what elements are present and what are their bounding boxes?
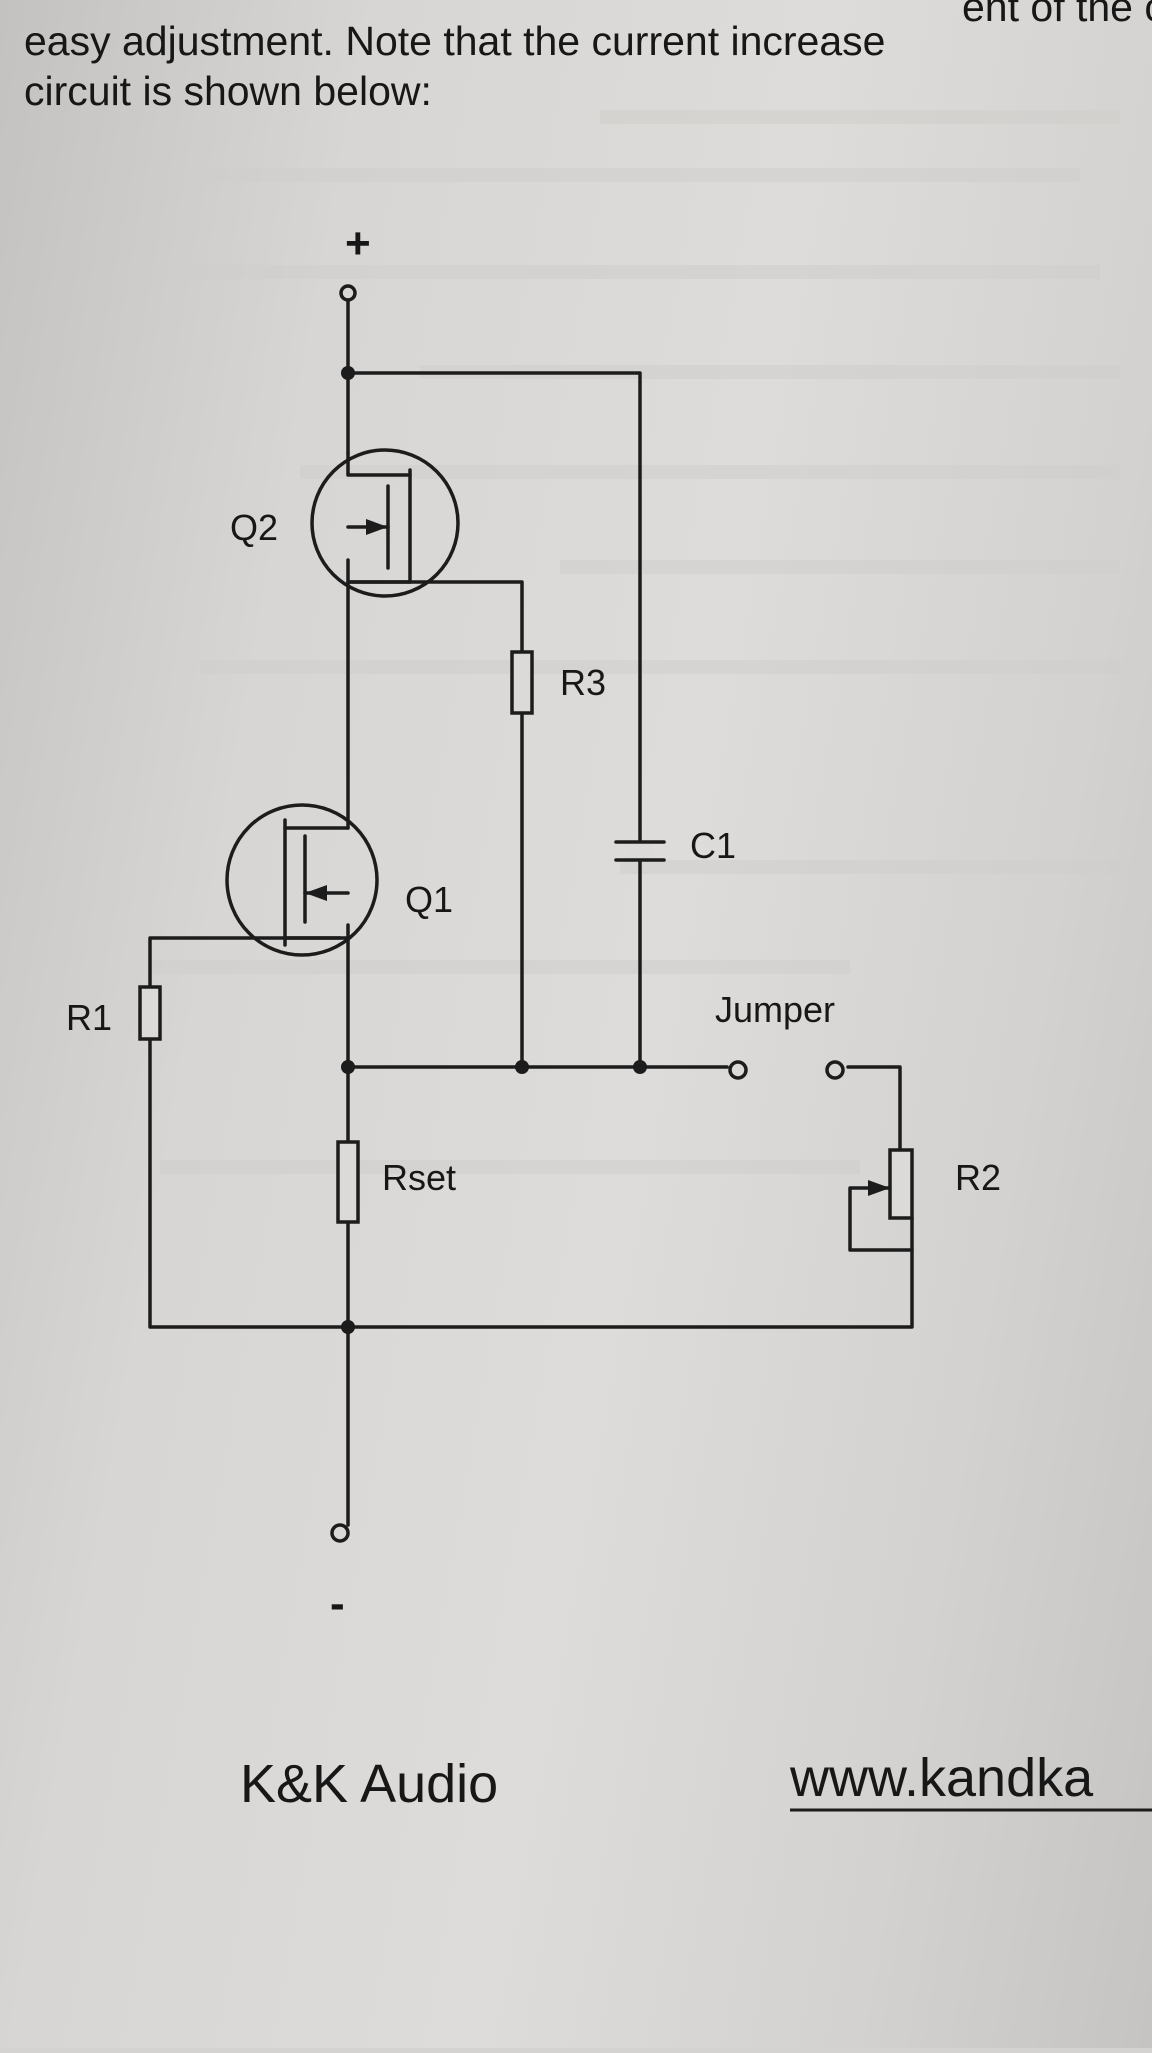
positive-terminal-label: + [345,219,371,268]
negative-terminal [330,1523,350,1543]
jumper-terminals [728,1060,845,1080]
r2-potentiometer [848,1148,914,1252]
footer-url[interactable]: www.kandka [789,1748,1094,1808]
circuit-wires [148,298,914,1527]
r1-label: R1 [66,997,112,1038]
r3-resistor [510,650,534,715]
rset-label: Rset [382,1157,456,1198]
header-line-2: circuit is shown below: [24,68,432,114]
q2-label: Q2 [230,507,278,548]
negative-terminal-label: - [330,1579,345,1628]
header-line-cut: ent of the current [962,0,1152,30]
c1-capacitor [614,840,666,862]
r3-label: R3 [560,662,606,703]
rset-resistor [336,1140,360,1224]
r2-label: R2 [955,1157,1001,1198]
background-texture [150,110,1120,1174]
q1-label: Q1 [405,879,453,920]
footer-brand: K&K Audio [240,1754,498,1814]
q2-mosfet-symbol [310,448,460,598]
q1-mosfet-symbol [225,803,379,957]
c1-label: C1 [690,825,736,866]
header-line-1: easy adjustment. Note that the current i… [24,18,885,64]
positive-terminal [339,284,357,302]
r1-resistor [138,985,162,1041]
junctions [341,366,647,1334]
jumper-label: Jumper [715,989,835,1030]
